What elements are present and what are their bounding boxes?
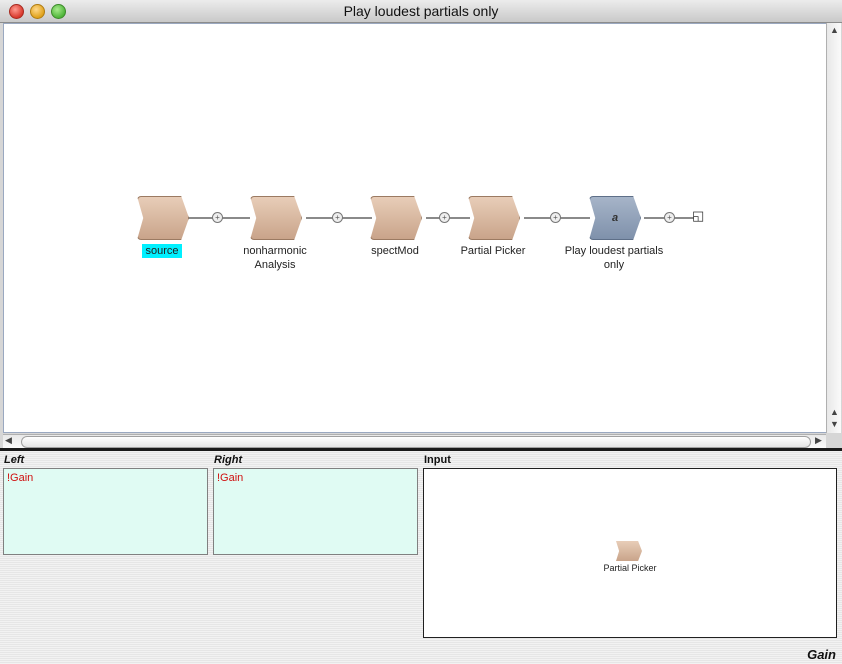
input-label: Input [424, 454, 451, 466]
module-spectmod[interactable]: spectMod [370, 196, 422, 257]
scroll-left-arrow-icon[interactable]: ◀ [5, 435, 12, 445]
left-value: !Gain [7, 472, 34, 484]
source-icon [137, 196, 189, 240]
scroll-right-arrow-icon[interactable]: ▶ [815, 435, 822, 445]
module-source[interactable]: source [137, 196, 189, 258]
title-bar: Play loudest partials only [0, 0, 842, 23]
window-title: Play loudest partials only [343, 3, 499, 19]
module-label: source [142, 244, 182, 258]
wire-joint[interactable]: + [212, 212, 223, 223]
scroll-down-arrow-icon[interactable]: ▼ [830, 419, 839, 429]
oscillator-icon[interactable] [616, 541, 642, 561]
wire-joint[interactable]: + [439, 212, 450, 223]
spectrum-icon [370, 196, 422, 240]
left-label: Left [4, 454, 25, 466]
right-label: Right [214, 454, 243, 466]
module-label: nonharmonic Analysis [243, 245, 307, 271]
module-partial-picker[interactable]: Partial Picker [461, 196, 525, 257]
status-label: Gain [807, 647, 836, 662]
module-label: spectMod [371, 245, 419, 257]
zoom-window-button[interactable] [51, 4, 66, 19]
module-gain[interactable]: a Play loudest partials only [565, 196, 663, 271]
module-label: Partial Picker [460, 245, 526, 257]
horizontal-scrollbar[interactable]: ◀ ▶ [3, 434, 826, 448]
minimize-window-button[interactable] [30, 4, 45, 19]
analysis-icon [250, 196, 302, 240]
gain-icon: a [589, 196, 641, 240]
signal-flow-canvas[interactable]: + + + + + ◱ source nonharmonic Analysis … [3, 23, 828, 433]
parameter-panel: Left !Gain Right !Gain Input Partial Pic… [0, 451, 842, 664]
horizontal-scroll-thumb[interactable] [21, 436, 811, 448]
right-value: !Gain [217, 472, 244, 484]
wire-joint[interactable]: + [664, 212, 675, 223]
close-window-button[interactable] [9, 4, 24, 19]
wire-joint[interactable]: + [550, 212, 561, 223]
speaker-output-icon: ◱ [692, 208, 705, 223]
wire-joint[interactable]: + [332, 212, 343, 223]
left-field[interactable]: !Gain [3, 468, 208, 555]
scroll-up-arrow-icon[interactable]: ▲ [830, 407, 839, 417]
input-field[interactable]: Partial Picker [423, 468, 837, 638]
right-field[interactable]: !Gain [213, 468, 418, 555]
module-label: Play loudest partials only [564, 245, 664, 271]
module-nonharmonic-analysis[interactable]: nonharmonic Analysis [243, 196, 307, 271]
scroll-up-arrow-icon[interactable]: ▲ [830, 25, 839, 35]
input-module-label: Partial Picker [603, 563, 657, 573]
vertical-scrollbar[interactable]: ▲ ▲ ▼ [826, 23, 841, 433]
splitter[interactable] [0, 448, 842, 451]
oscillator-icon [468, 196, 520, 240]
